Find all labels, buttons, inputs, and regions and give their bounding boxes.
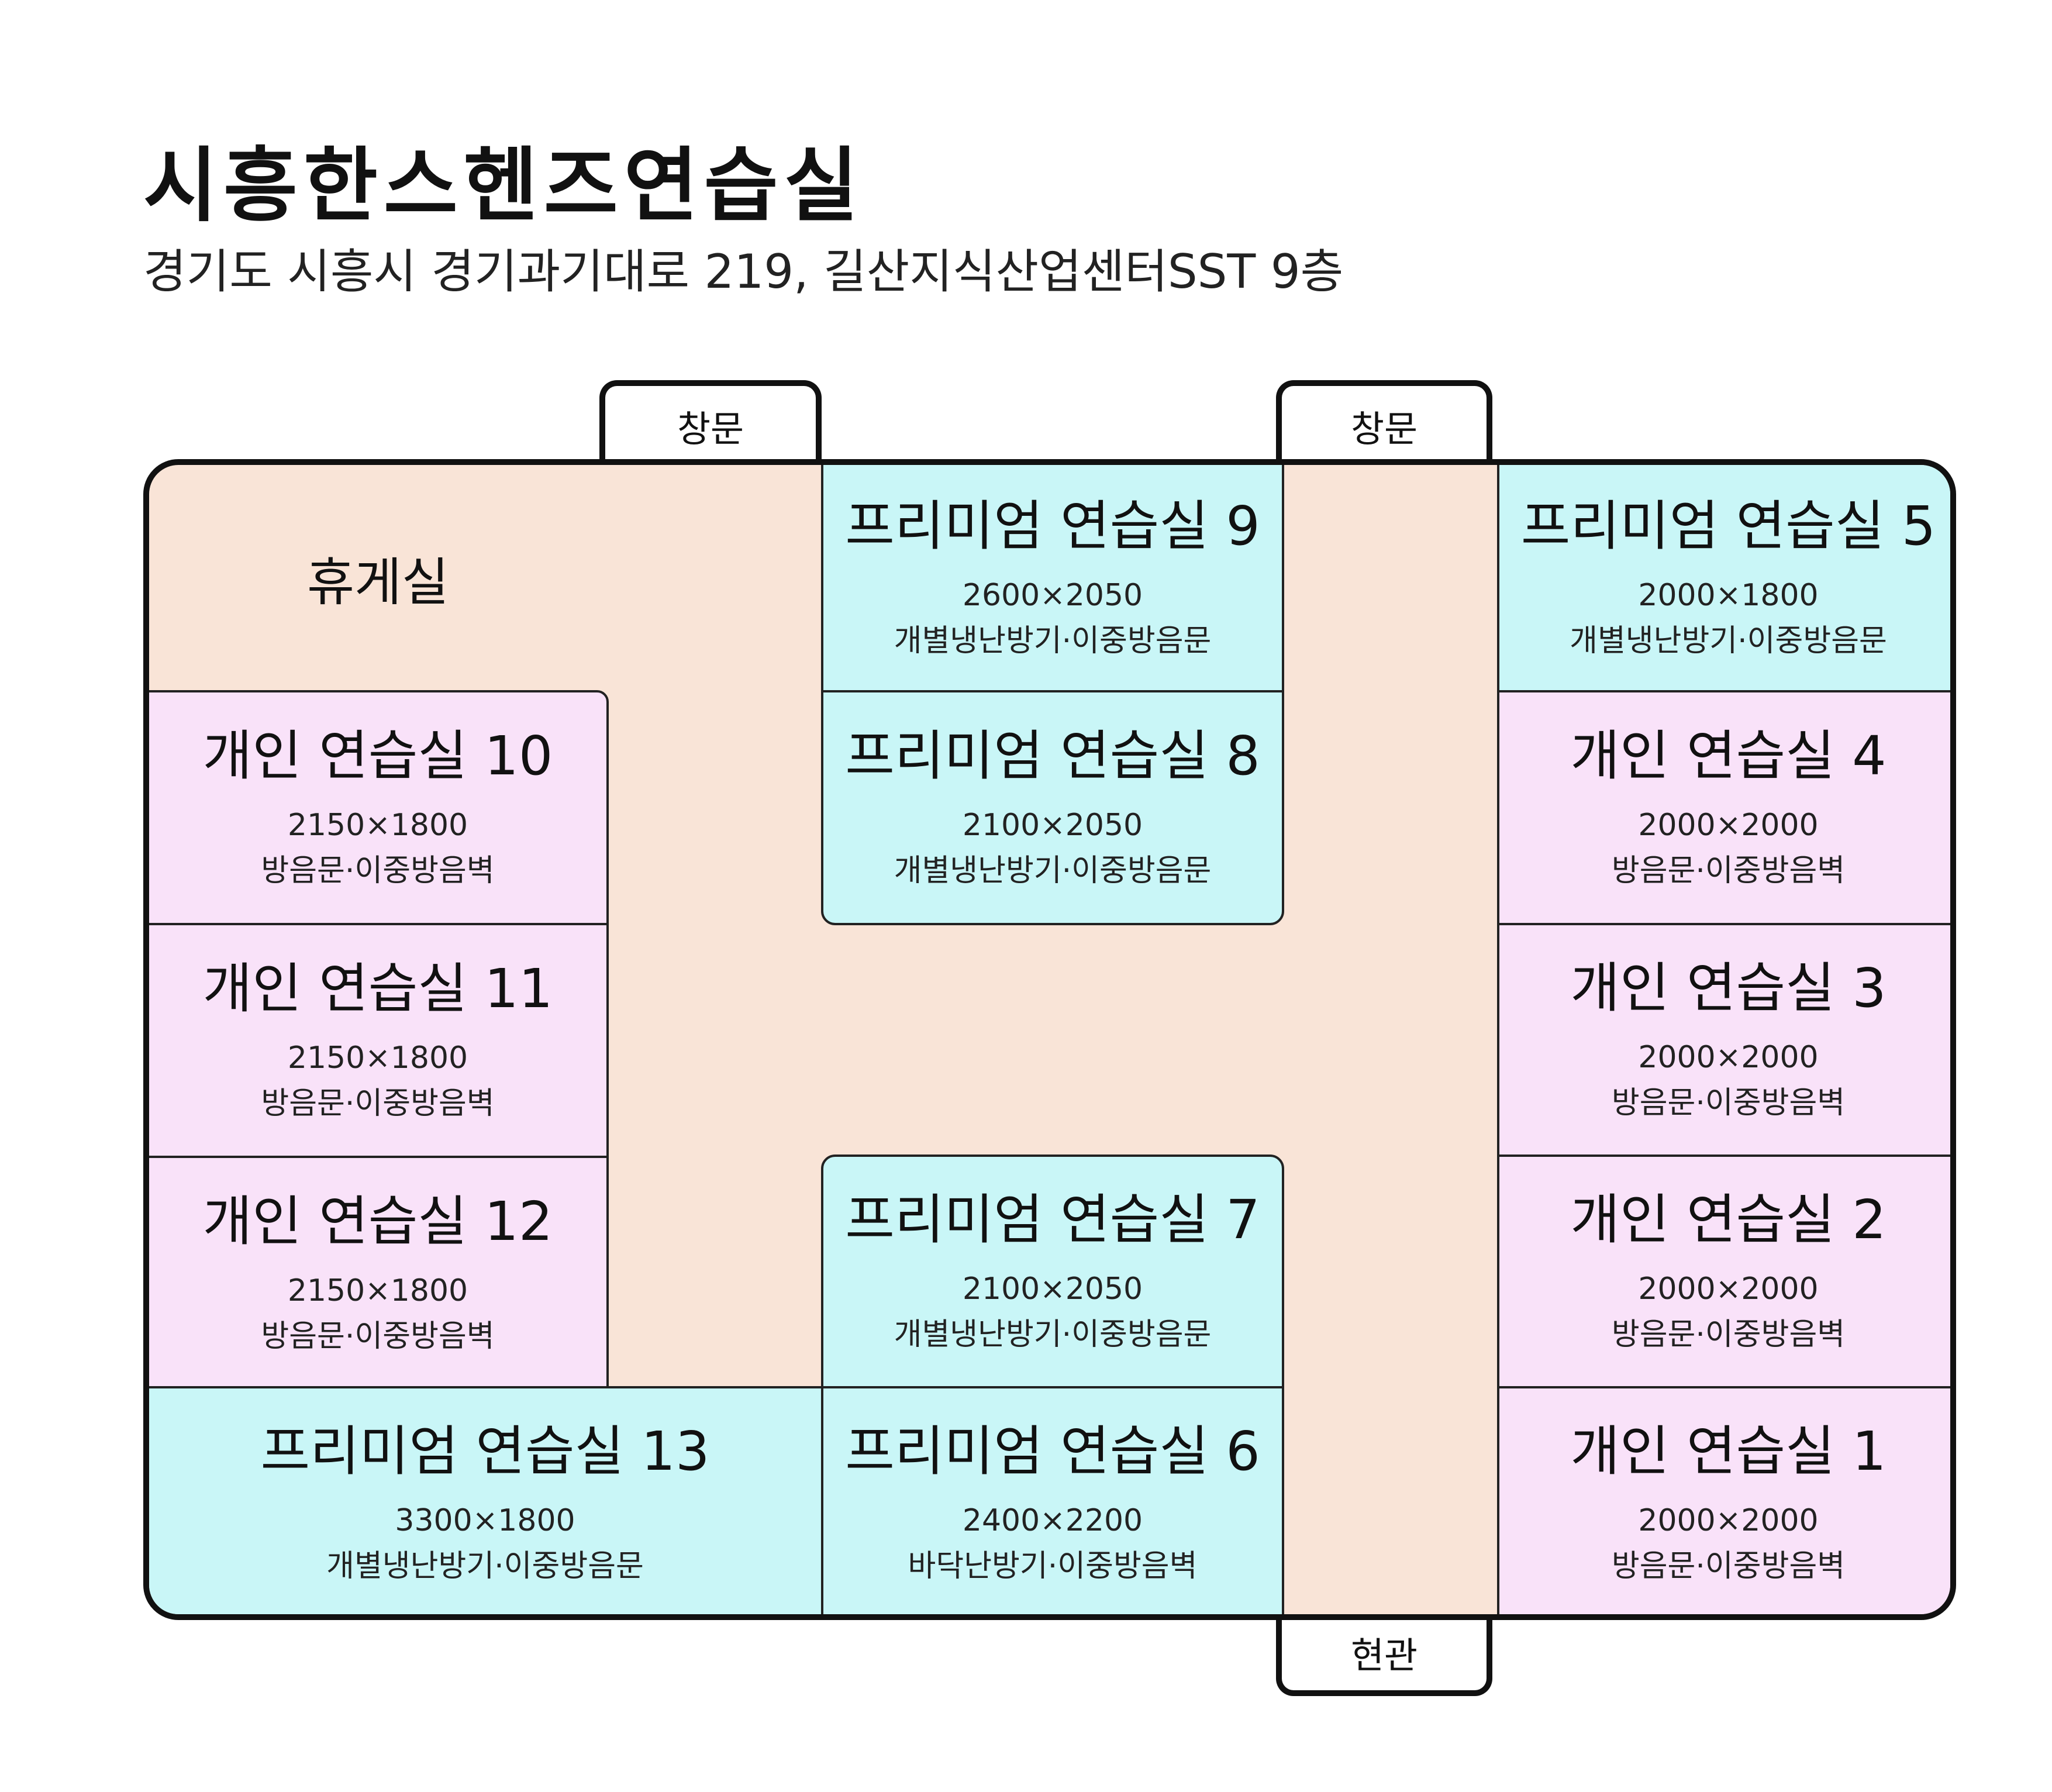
room-name: 개인 연습실 11 (202, 957, 553, 1020)
room-size: 2600×2050 (962, 577, 1143, 613)
room-size: 2000×2000 (1638, 1271, 1819, 1307)
room-name: 개인 연습실 3 (1570, 957, 1887, 1019)
room-size: 3300×1800 (395, 1503, 575, 1538)
room-personal-2: 개인 연습실 2 2000×2000 방음문·이중방음벽 (1497, 1155, 1950, 1388)
room-size: 2100×2050 (962, 1271, 1143, 1307)
room-size: 2000×1800 (1638, 577, 1819, 613)
room-size: 2100×2050 (962, 808, 1143, 843)
room-size: 2150×1800 (287, 1040, 468, 1076)
room-feature: 방음문·이중방음벽 (261, 1319, 495, 1354)
room-size: 2000×2000 (1638, 808, 1819, 843)
room-name: 개인 연습실 4 (1570, 725, 1887, 787)
building-outline: 휴게실 개인 연습실 10 2150×1800 방음문·이중방음벽 개인 연습실… (143, 459, 1956, 1620)
room-feature: 바닥난방기·이중방음벽 (908, 1549, 1198, 1584)
lounge-label: 휴게실 (307, 552, 449, 612)
room-feature: 개별냉난방기·이중방음문 (894, 853, 1212, 888)
room-size: 2150×1800 (287, 1273, 468, 1308)
room-personal-1: 개인 연습실 1 2000×2000 방음문·이중방음벽 (1497, 1386, 1950, 1614)
room-name: 프리미엄 연습실 5 (1520, 494, 1936, 557)
room-premium-8: 프리미엄 연습실 8 2100×2050 개별냉난방기·이중방음문 (821, 690, 1284, 925)
room-personal-3: 개인 연습실 3 2000×2000 방음문·이중방음벽 (1497, 923, 1950, 1157)
room-name: 프리미엄 연습실 13 (260, 1420, 710, 1483)
room-personal-4: 개인 연습실 4 2000×2000 방음문·이중방음벽 (1497, 690, 1950, 925)
room-name: 개인 연습실 10 (202, 725, 553, 787)
room-premium-9: 프리미엄 연습실 9 2600×2050 개별냉난방기·이중방음문 (821, 465, 1284, 692)
room-personal-11: 개인 연습실 11 2150×1800 방음문·이중방음벽 (149, 923, 609, 1158)
room-name: 개인 연습실 1 (1570, 1420, 1887, 1483)
room-premium-7: 프리미엄 연습실 7 2100×2050 개별냉난방기·이중방음문 (821, 1155, 1284, 1388)
window-left: 창문 (599, 380, 822, 465)
room-name: 프리미엄 연습실 8 (845, 725, 1260, 787)
page-address: 경기도 시흥시 경기과기대로 219, 길산지식산업센터SST 9층 (143, 244, 1344, 299)
room-feature: 방음문·이중방음벽 (1611, 853, 1846, 888)
room-feature: 방음문·이중방음벽 (1611, 1317, 1846, 1352)
room-feature: 개별냉난방기·이중방음문 (894, 623, 1212, 659)
room-feature: 개별냉난방기·이중방음문 (326, 1549, 644, 1584)
page-title: 시흥한스헨즈연습실 (143, 139, 864, 233)
room-name: 프리미엄 연습실 6 (845, 1420, 1260, 1483)
room-feature: 방음문·이중방음벽 (1611, 1085, 1846, 1121)
room-name: 프리미엄 연습실 9 (845, 494, 1260, 557)
room-feature: 개별냉난방기·이중방음문 (1570, 623, 1887, 659)
room-personal-12: 개인 연습실 12 2150×1800 방음문·이중방음벽 (149, 1156, 609, 1391)
room-feature: 방음문·이중방음벽 (1611, 1549, 1846, 1584)
entrance-door: 현관 (1276, 1614, 1492, 1696)
room-feature: 방음문·이중방음벽 (261, 853, 495, 888)
room-premium-13: 프리미엄 연습실 13 3300×1800 개별냉난방기·이중방음문 (149, 1386, 823, 1614)
room-feature: 방음문·이중방음벽 (261, 1086, 495, 1121)
room-feature: 개별냉난방기·이중방음문 (894, 1317, 1212, 1352)
room-premium-6: 프리미엄 연습실 6 2400×2200 바닥난방기·이중방음벽 (821, 1386, 1284, 1614)
room-size: 2400×2200 (962, 1503, 1143, 1538)
room-size: 2150×1800 (287, 808, 468, 843)
room-name: 개인 연습실 12 (202, 1190, 553, 1253)
room-name: 프리미엄 연습실 7 (845, 1188, 1260, 1251)
room-size: 2000×2000 (1638, 1503, 1819, 1538)
room-name: 개인 연습실 2 (1570, 1188, 1887, 1251)
room-premium-5: 프리미엄 연습실 5 2000×1800 개별냉난방기·이중방음문 (1497, 465, 1950, 692)
room-personal-10: 개인 연습실 10 2150×1800 방음문·이중방음벽 (149, 690, 609, 925)
room-size: 2000×2000 (1638, 1040, 1819, 1075)
window-right: 창문 (1276, 380, 1492, 465)
